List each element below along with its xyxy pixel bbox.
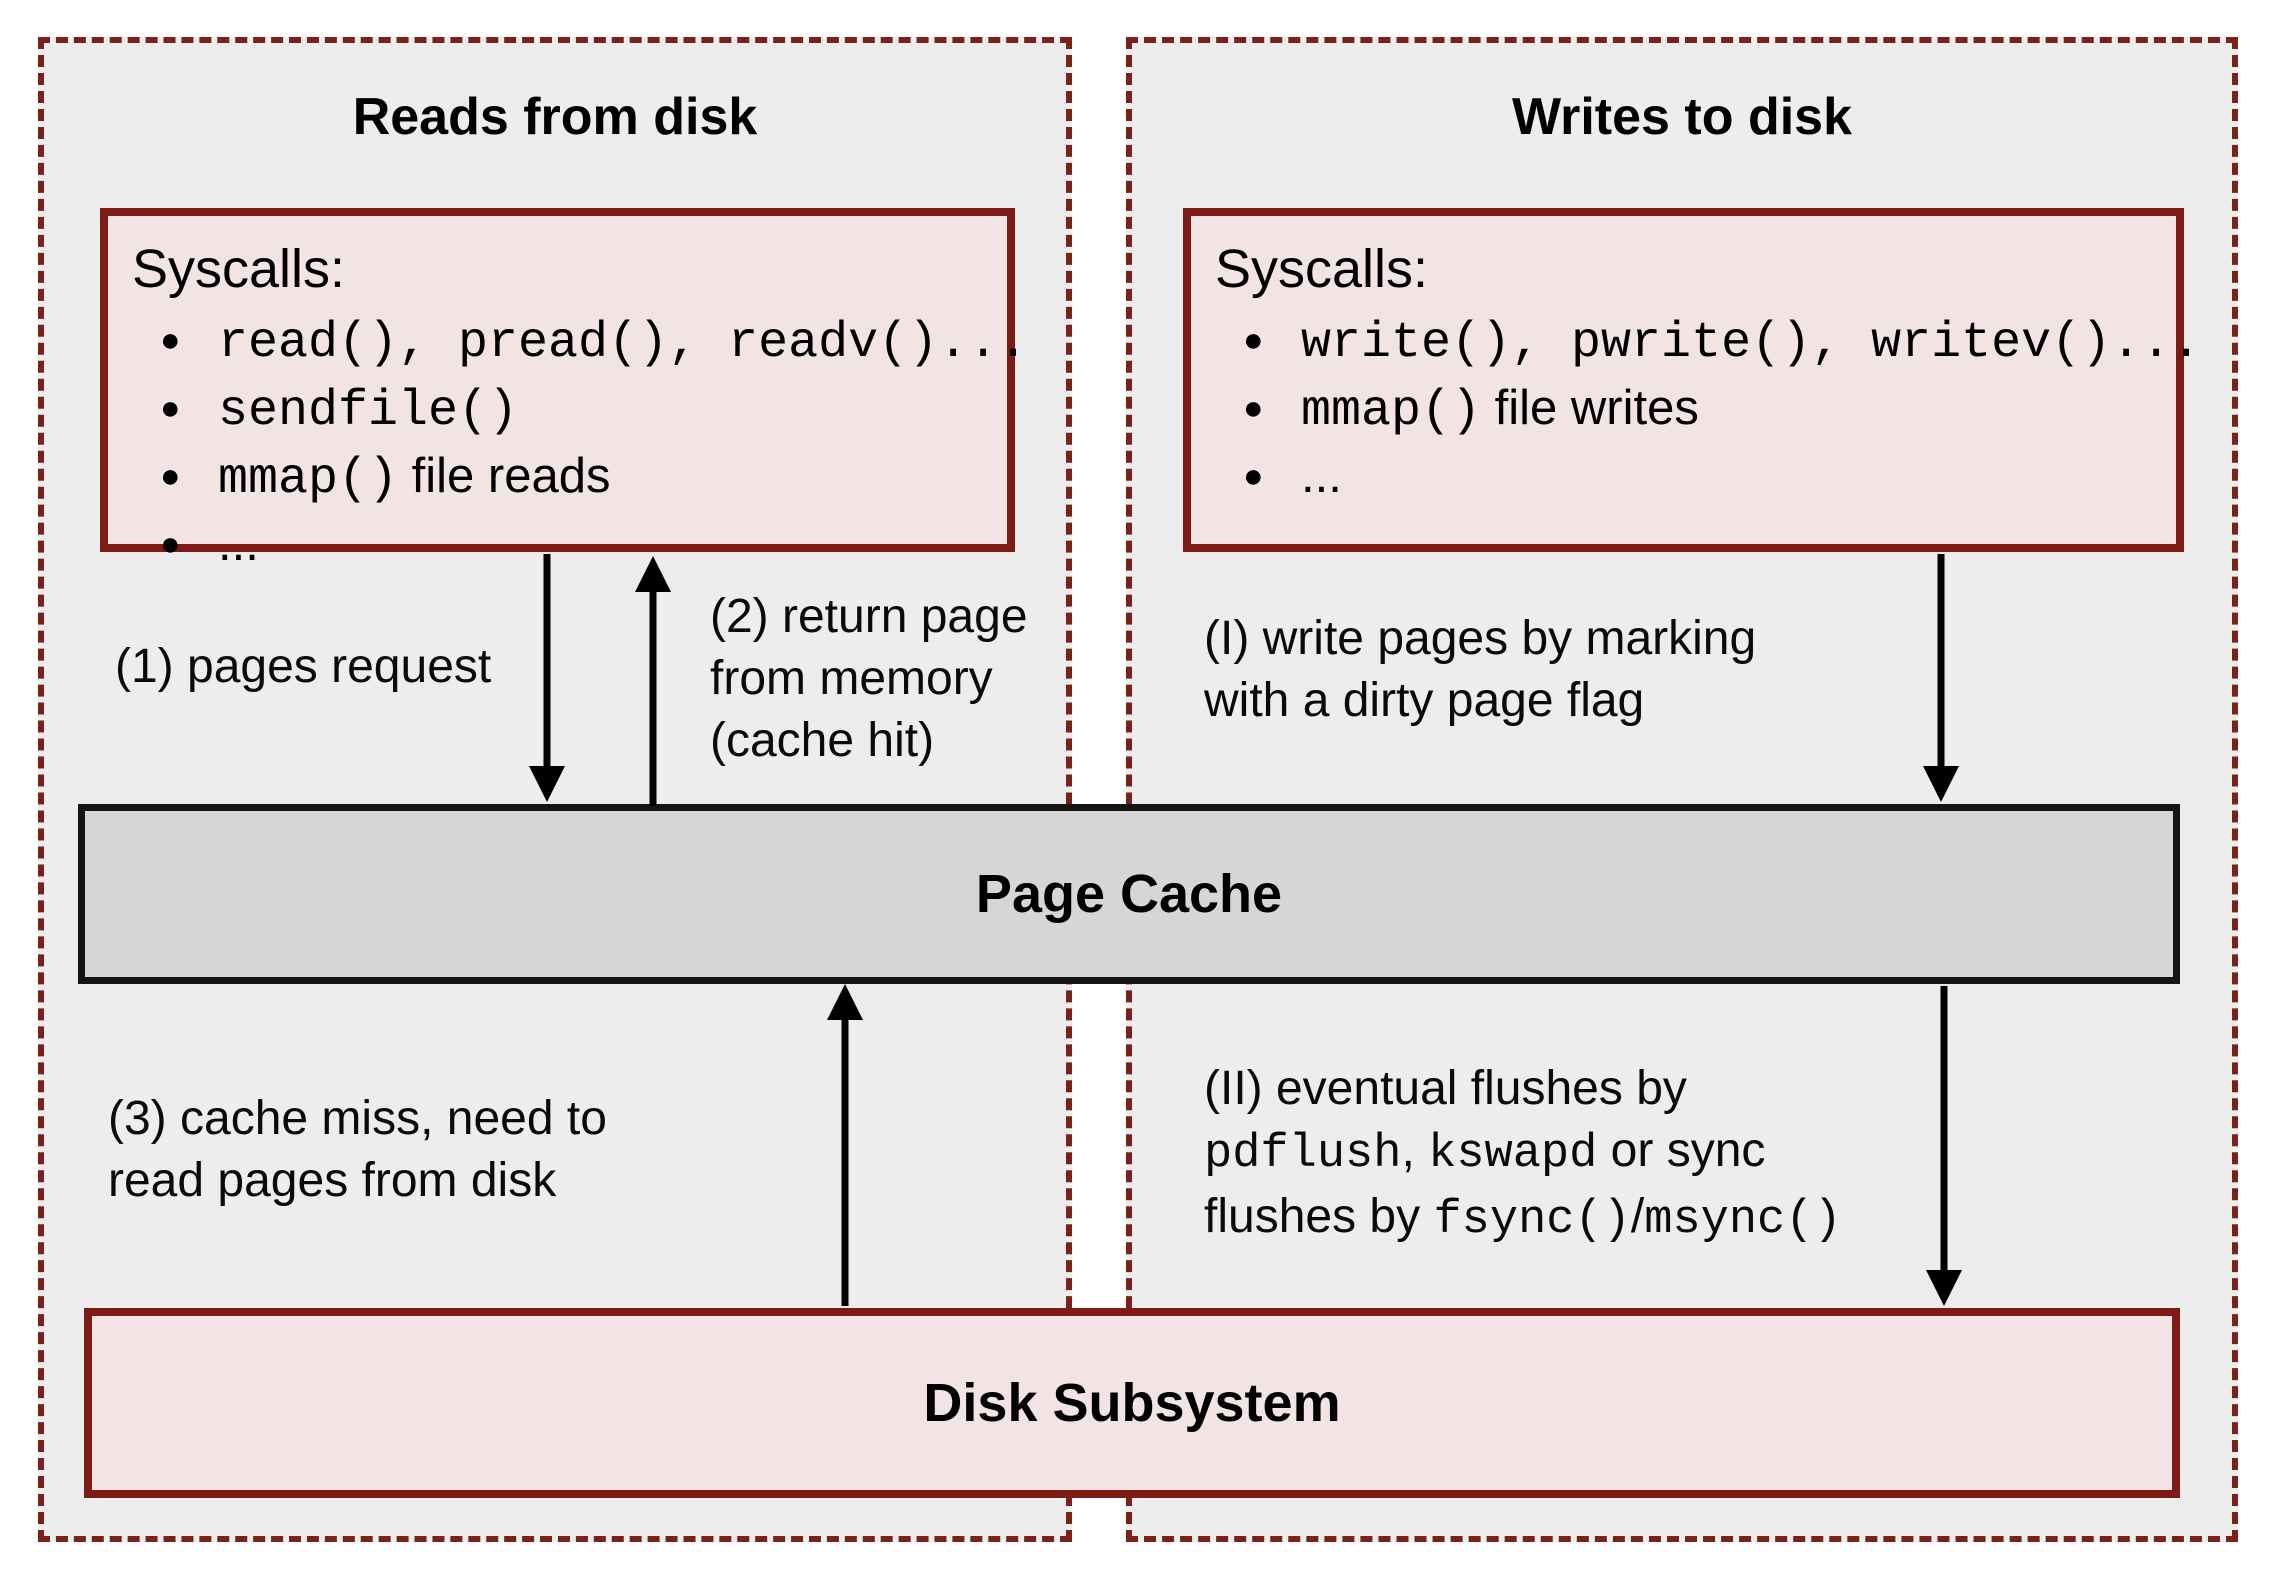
flushes-or-sync: or sync xyxy=(1597,1124,1766,1177)
flushes-sep: , xyxy=(1401,1124,1429,1177)
syscall-text: file reads xyxy=(398,449,611,503)
syscall-code: write(), pwrite(), writev()... xyxy=(1301,315,2202,372)
cache-miss-label: (3) cache miss, need to read pages from … xyxy=(108,1088,607,1212)
list-item: read(), pread(), readv()... xyxy=(132,308,1028,376)
pdflush-code: pdflush xyxy=(1204,1128,1402,1181)
write-pages-label: (I) write pages by marking with a dirty … xyxy=(1204,608,1756,732)
flushes-line2: pdflush, kswapd or sync xyxy=(1204,1120,1842,1186)
reads-syscalls-heading: Syscalls: xyxy=(132,239,346,299)
syscall-text: ... xyxy=(1301,449,1342,503)
cache-miss-line1: (3) cache miss, need to xyxy=(108,1092,607,1145)
writes-panel-title: Writes to disk xyxy=(1511,88,1852,146)
pages-request-label: (1) pages request xyxy=(115,640,492,693)
list-item: write(), pwrite(), writev()... xyxy=(1215,308,2201,376)
list-item: mmap() file reads xyxy=(132,444,997,512)
flushes-by-text: flushes by xyxy=(1204,1190,1434,1243)
page-cache-bar: Page Cache xyxy=(78,804,2180,984)
syscall-code: sendfile() xyxy=(218,383,519,440)
syscall-text: ... xyxy=(218,517,259,571)
return-page-line1: (2) return page xyxy=(710,590,1028,643)
page-cache-label: Page Cache xyxy=(975,864,1283,924)
list-item: mmap() file writes xyxy=(1215,376,2166,444)
flushes-line3: flushes by fsync()/msync() xyxy=(1204,1186,1842,1252)
syscall-text: file writes xyxy=(1481,381,1699,435)
cache-miss-line2: read pages from disk xyxy=(108,1154,557,1207)
flushes-slash: / xyxy=(1630,1190,1645,1243)
reads-syscalls-list: read(), pread(), readv()... sendfile() m… xyxy=(132,308,1028,580)
return-page-label: (2) return page from memory (cache hit) xyxy=(710,586,1028,772)
list-item: sendfile() xyxy=(132,376,997,444)
msync-code: msync() xyxy=(1644,1194,1842,1247)
flushes-line1: (II) eventual flushes by xyxy=(1204,1062,1687,1115)
fsync-code: fsync() xyxy=(1433,1194,1631,1247)
writes-syscalls-box: Syscalls: write(), pwrite(), writev()...… xyxy=(1183,208,2201,552)
return-page-line3: (cache hit) xyxy=(710,714,935,767)
reads-panel-title: Reads from disk xyxy=(352,88,758,146)
list-item: ... xyxy=(132,512,997,580)
return-page-line2: from memory xyxy=(710,652,993,705)
syscall-code: mmap() xyxy=(218,451,399,508)
list-item: ... xyxy=(1215,444,2166,512)
disk-subsystem-bar: Disk Subsystem xyxy=(84,1308,2180,1498)
kswapd-code: kswapd xyxy=(1428,1128,1598,1181)
write-pages-line1: (I) write pages by marking xyxy=(1204,612,1757,665)
reads-syscalls-box: Syscalls: read(), pread(), readv()... se… xyxy=(100,208,1028,577)
flushes-label: (II) eventual flushes by pdflush, kswapd… xyxy=(1204,1058,1842,1252)
disk-subsystem-label: Disk Subsystem xyxy=(923,1373,1341,1433)
syscall-code: read(), pread(), readv()... xyxy=(218,315,1029,372)
write-pages-line2: with a dirty page flag xyxy=(1204,674,1645,727)
syscall-code: mmap() xyxy=(1301,383,1482,440)
writes-syscalls-list: write(), pwrite(), writev()... mmap() fi… xyxy=(1215,308,2201,512)
writes-syscalls-heading: Syscalls: xyxy=(1215,239,1429,299)
